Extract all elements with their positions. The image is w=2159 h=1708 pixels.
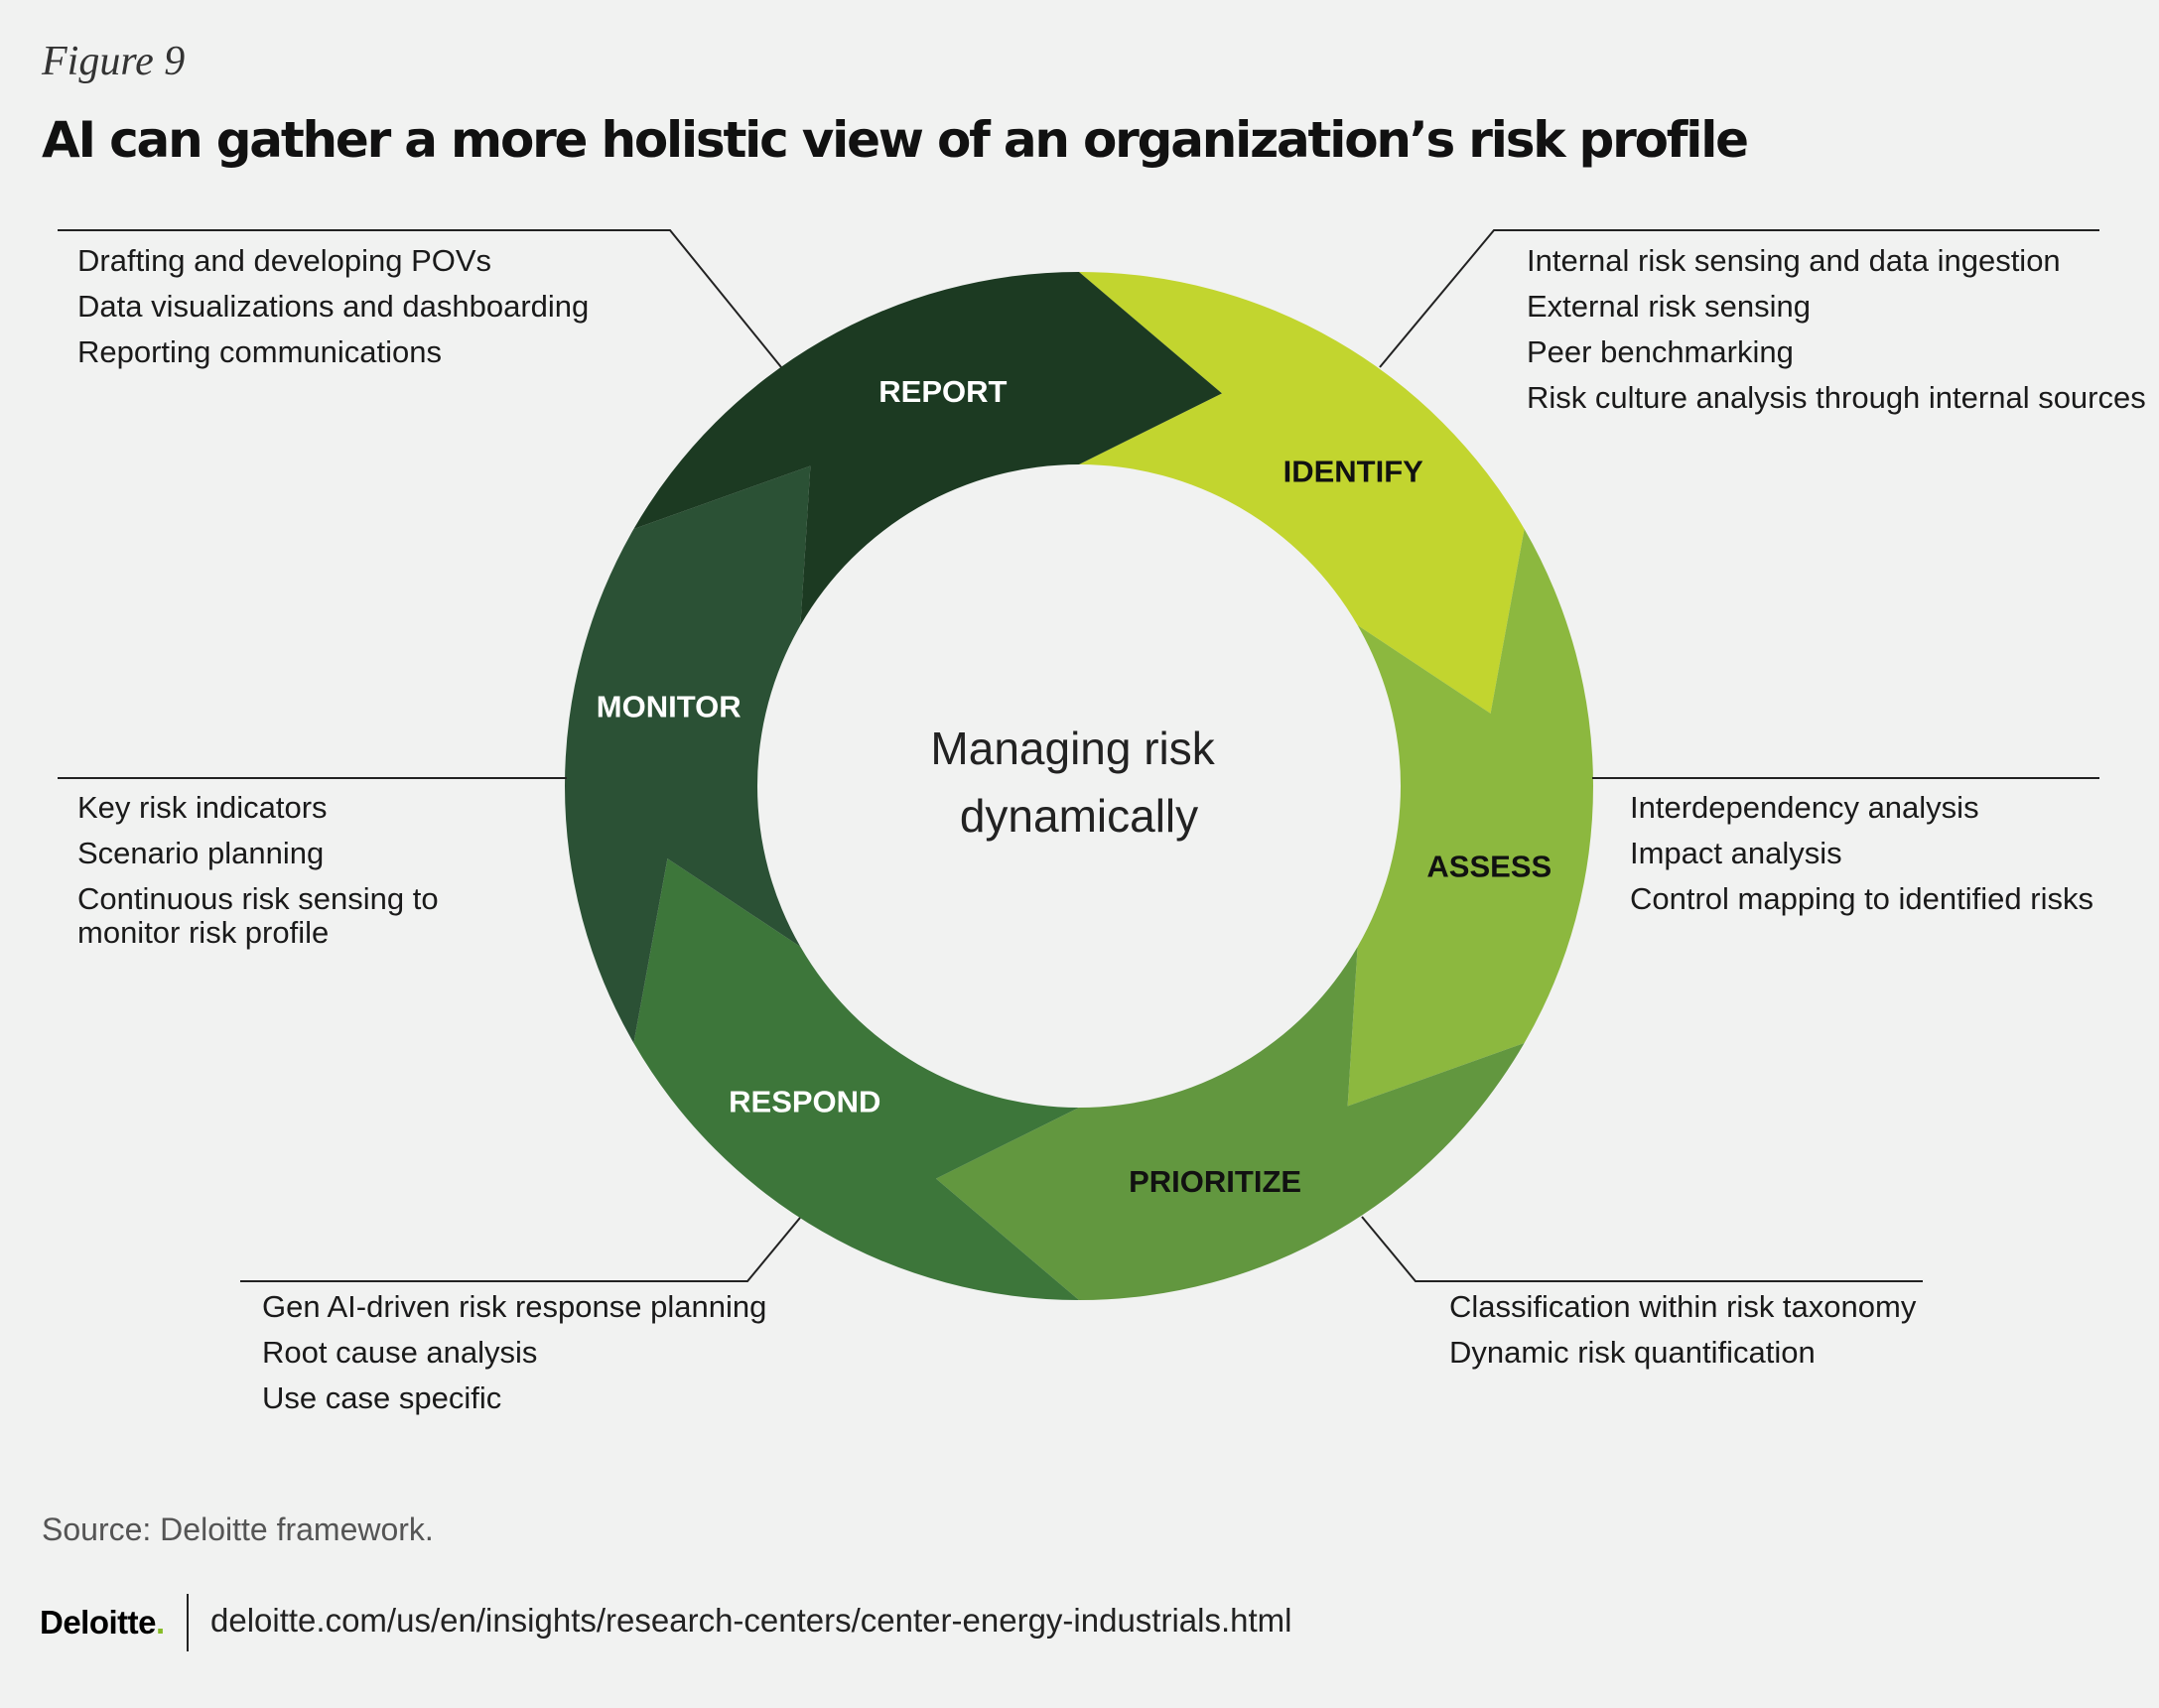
identify-item: Internal risk sensing and data ingestion bbox=[1527, 243, 2061, 278]
footer-divider bbox=[187, 1594, 189, 1651]
center-text-line-1: Managing risk bbox=[930, 723, 1215, 774]
report-item: Drafting and developing POVs bbox=[77, 243, 492, 278]
leader-line-respond bbox=[240, 1217, 801, 1282]
respond-item: Use case specific bbox=[262, 1380, 502, 1415]
report-item: Reporting communications bbox=[77, 334, 443, 369]
respond-item-list: Gen AI-driven risk response planning Roo… bbox=[262, 1284, 766, 1421]
monitor-item: Key risk indicators bbox=[77, 790, 328, 825]
leader-line-report bbox=[58, 229, 782, 368]
assess-item-list: Interdependency analysis Impact analysis… bbox=[1630, 785, 2093, 922]
leader-line-identify bbox=[1379, 229, 2099, 368]
deloitte-logo-dot: . bbox=[156, 1604, 165, 1641]
identify-item-list: Internal risk sensing and data ingestion… bbox=[1527, 238, 2146, 421]
segment-report bbox=[633, 272, 1222, 625]
deloitte-logo: Deloitte. bbox=[40, 1604, 165, 1642]
prioritize-item: Classification within risk taxonomy bbox=[1449, 1289, 1917, 1324]
monitor-item: Continuous risk sensing to monitor risk … bbox=[77, 881, 439, 950]
segment-label-identify: IDENTIFY bbox=[1283, 454, 1424, 488]
figure-label: Figure 9 bbox=[42, 39, 186, 84]
segment-identify bbox=[1079, 272, 1525, 714]
monitor-item: Scenario planning bbox=[77, 836, 325, 870]
segment-label-prioritize: PRIORITIZE bbox=[1129, 1164, 1301, 1199]
segment-respond bbox=[633, 858, 1079, 1300]
leader-line-prioritize bbox=[1361, 1216, 1923, 1282]
source-note: Source: Deloitte framework. bbox=[42, 1511, 434, 1547]
segment-assess bbox=[1347, 529, 1593, 1107]
respond-item: Root cause analysis bbox=[262, 1335, 538, 1370]
assess-item: Impact analysis bbox=[1630, 836, 1842, 870]
center-text: Managing risk dynamically bbox=[930, 723, 1227, 842]
identify-item: External risk sensing bbox=[1527, 289, 1812, 324]
segment-monitor bbox=[565, 465, 811, 1043]
respond-item: Gen AI-driven risk response planning bbox=[262, 1289, 767, 1324]
page-title: AI can gather a more holistic view of an… bbox=[42, 111, 1749, 169]
segment-prioritize bbox=[936, 947, 1525, 1300]
segment-label-monitor: MONITOR bbox=[597, 690, 742, 724]
report-item-list: Drafting and developing POVs Data visual… bbox=[77, 238, 589, 375]
report-item: Data visualizations and dashboarding bbox=[77, 289, 590, 324]
center-text-line-2: dynamically bbox=[960, 790, 1198, 842]
deloitte-logo-text: Deloitte bbox=[40, 1604, 157, 1641]
monitor-item-list: Key risk indicators Scenario planning Co… bbox=[77, 785, 544, 950]
prioritize-item: Dynamic risk quantification bbox=[1449, 1335, 1816, 1370]
prioritize-item-list: Classification within risk taxonomy Dyna… bbox=[1449, 1284, 1916, 1376]
identify-item: Peer benchmarking bbox=[1527, 334, 1794, 369]
identify-item: Risk culture analysis through internal s… bbox=[1527, 380, 2146, 415]
assess-item: Control mapping to identified risks bbox=[1630, 881, 2093, 916]
segment-label-assess: ASSESS bbox=[1426, 849, 1552, 883]
segment-label-respond: RESPOND bbox=[729, 1085, 880, 1119]
footer-url[interactable]: deloitte.com/us/en/insights/research-cen… bbox=[210, 1602, 1292, 1639]
segment-label-report: REPORT bbox=[878, 374, 1007, 409]
assess-item: Interdependency analysis bbox=[1630, 790, 1979, 825]
